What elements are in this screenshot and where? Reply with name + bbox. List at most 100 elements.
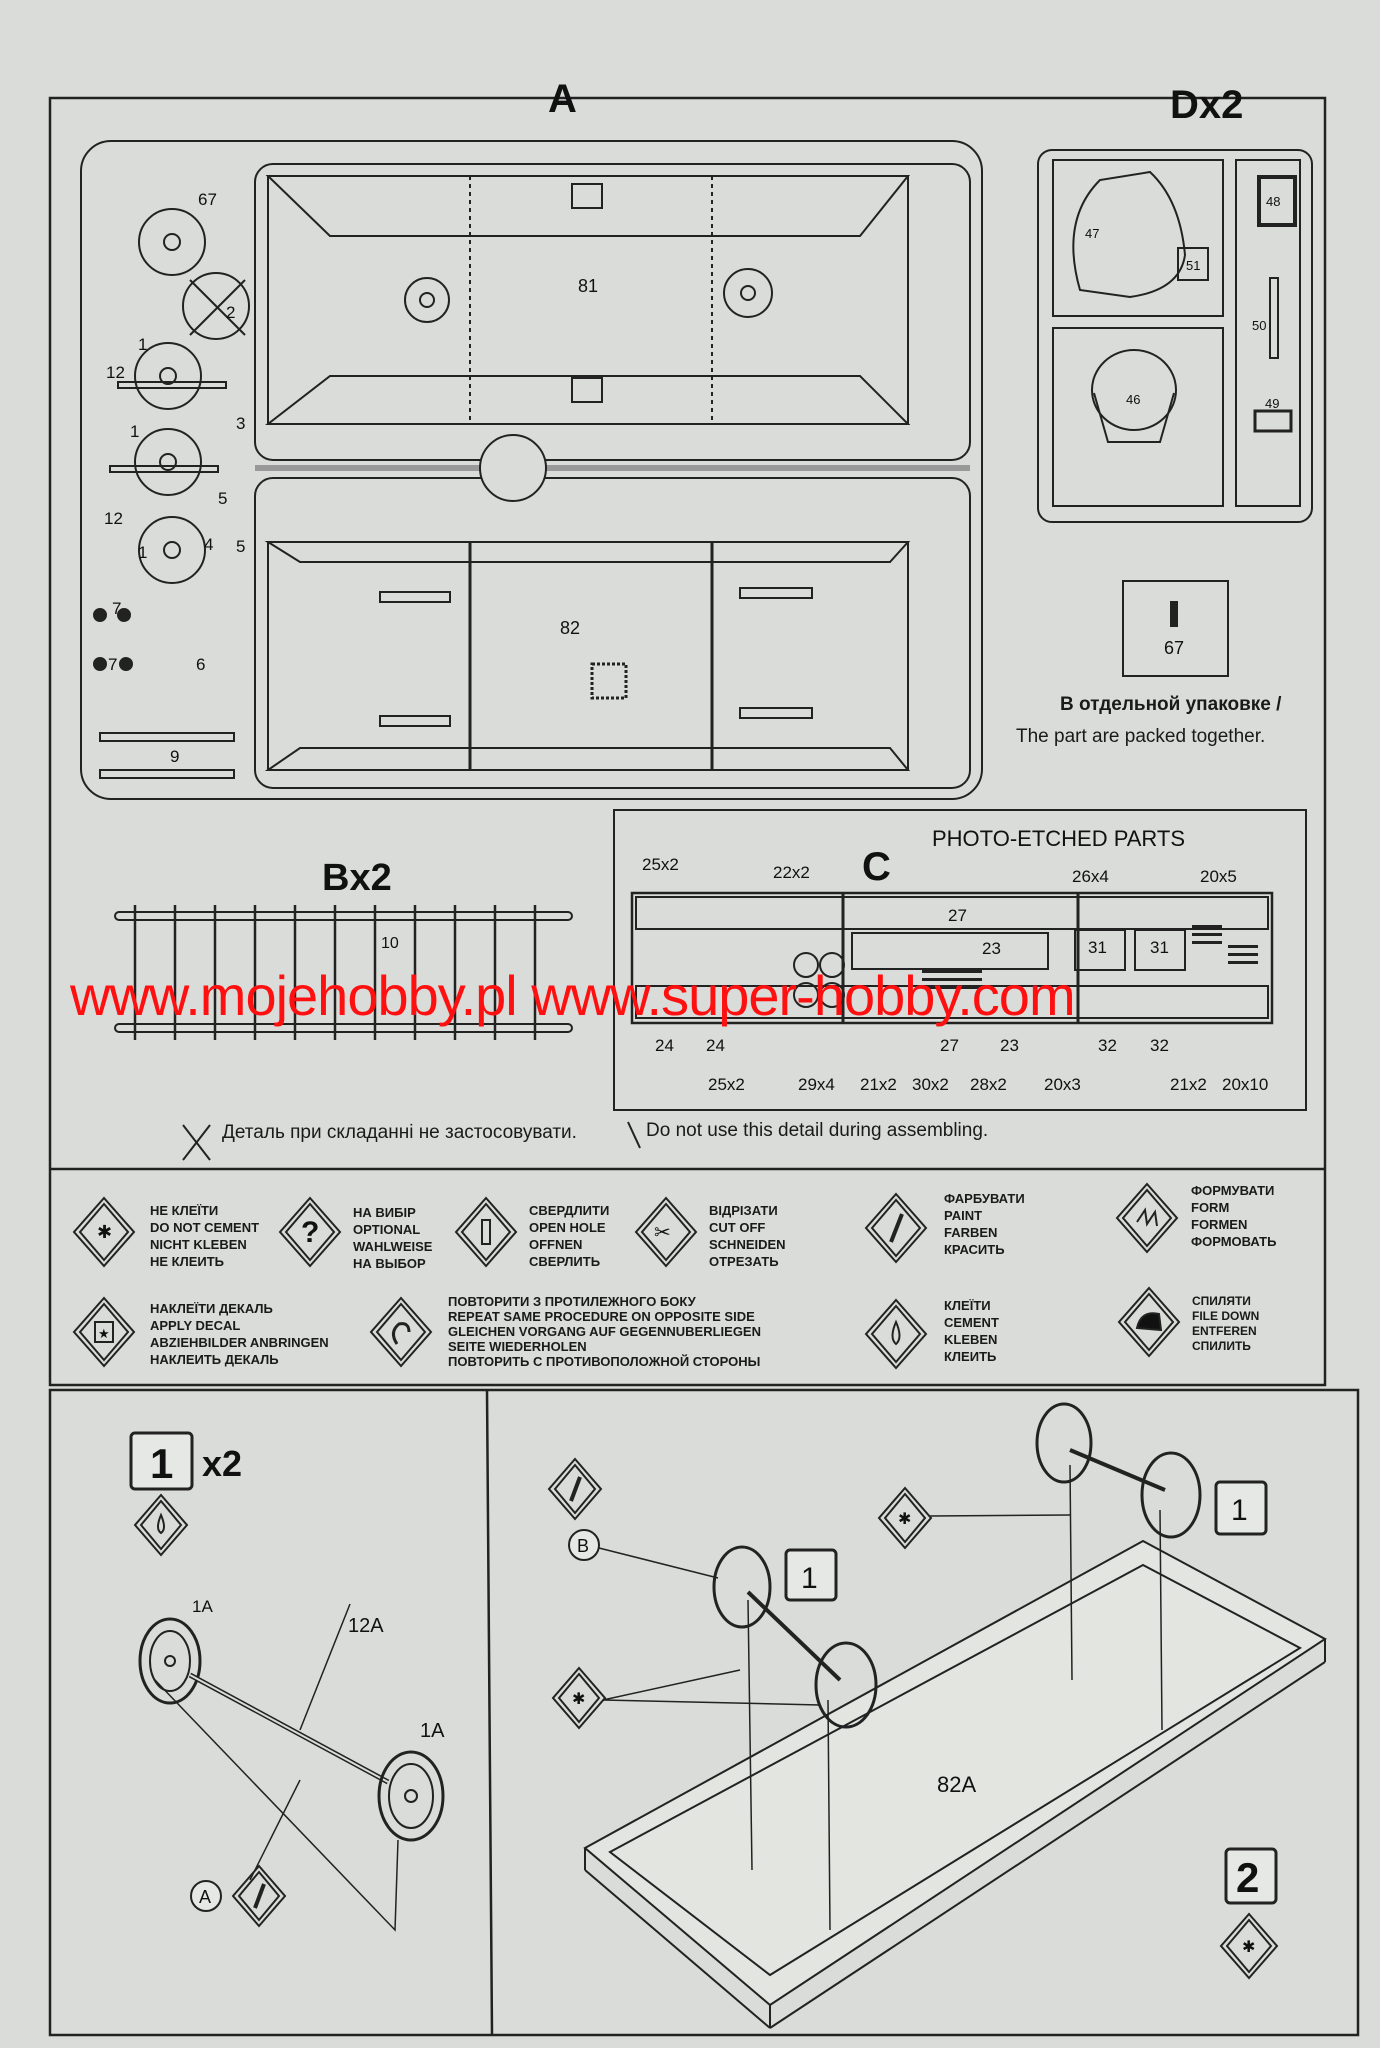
part-81-label: 81 (578, 276, 598, 296)
pe-label: 24 (706, 1036, 725, 1055)
do-not-cement-icon: ✱ (877, 1486, 933, 1550)
pe-label: 25x2 (642, 855, 679, 874)
svg-text:✱: ✱ (1242, 1939, 1255, 1956)
bottom-frame (48, 1388, 1360, 2037)
drill-icon (454, 1196, 518, 1268)
wheel-b-label: 1A (420, 1720, 445, 1742)
photo-etched-letter: C (862, 845, 891, 889)
photo-etched-title: PHOTO-ETCHED PARTS (932, 826, 1185, 851)
pe-label: 20x5 (1200, 867, 1237, 886)
part-50-label: 50 (1252, 318, 1266, 333)
step-1-number: 1 (150, 1440, 173, 1487)
pe-label: 24 (655, 1036, 674, 1055)
decal-icon: ★ (72, 1296, 136, 1368)
wheel-1a-icon (377, 1750, 445, 1842)
top-frame (48, 96, 1327, 1387)
sprue-a-label: 4 (204, 535, 213, 554)
wheel-a-label: 1A (192, 1597, 213, 1616)
separate-pack-ru: В отдельной упаковке / (1060, 694, 1282, 715)
pe-label: 28x2 (970, 1075, 1007, 1094)
sprue-a-label: 3 (236, 414, 245, 433)
part-10-label: 10 (381, 935, 399, 952)
sprue-a-label: 1 (138, 335, 147, 354)
sprue-a-label: 2 (226, 303, 235, 322)
paint-ref-a: A (199, 1887, 211, 1907)
svg-text:✱: ✱ (97, 1222, 112, 1242)
pe-label: 22x2 (773, 863, 810, 882)
optional-icon: ? (278, 1196, 342, 1268)
part-48-label: 48 (1266, 194, 1280, 209)
pe-label: 21x2 (860, 1075, 897, 1094)
pe-label: 20x3 (1044, 1075, 1081, 1094)
wheelset-icon (712, 1545, 772, 1629)
pe-label: 31 (1088, 938, 1107, 957)
wheelset-icon (1035, 1402, 1093, 1484)
slash-mark-icon (627, 1121, 641, 1149)
separate-part-box (1122, 580, 1229, 677)
subassembly-1b-label: 1 (1231, 1494, 1248, 1527)
part-51-label: 51 (1186, 258, 1200, 273)
sprue-a-label: 6 (196, 655, 205, 674)
pe-label: 23 (1000, 1036, 1019, 1055)
pe-label: 30x2 (912, 1075, 949, 1094)
do-not-cement-icon: ✱ (551, 1666, 607, 1730)
paint-brush-icon (231, 1864, 287, 1928)
sprue-d-title: Dx2 (1170, 83, 1243, 127)
svg-text:★: ★ (98, 1326, 110, 1341)
svg-text:✱: ✱ (898, 1511, 911, 1528)
step-2-number: 2 (1236, 1854, 1259, 1901)
svg-text:✂: ✂ (654, 1222, 671, 1244)
sprue-a-label: 5 (236, 537, 245, 556)
photo-etched-fret: PHOTO-ETCHED PARTS C 25x2 22x2 26x4 20x5… (613, 809, 1307, 1111)
sprue-d: Dx2 47 51 48 50 46 49 (1037, 83, 1313, 523)
do-not-use-ua: Деталь при складанні не застосовувати. (222, 1122, 577, 1143)
pe-label: 25x2 (708, 1075, 745, 1094)
body-82a-label: 82A (937, 1772, 976, 1797)
subassembly-1-label: 1 (801, 1562, 818, 1595)
sprue-a-label: 12 (104, 509, 123, 528)
cement-icon (133, 1493, 189, 1557)
pe-label: 20x10 (1222, 1075, 1268, 1094)
step-1-multiplier: x2 (202, 1443, 242, 1484)
form-icon (1115, 1182, 1179, 1254)
wheel-1a-icon (138, 1617, 202, 1705)
paint-brush-icon (864, 1192, 928, 1264)
sprue-a-label: 7 (112, 599, 121, 618)
sprue-a: A 81 82 (80, 77, 983, 800)
separate-part-label: 67 (1164, 638, 1184, 658)
part-49-label: 49 (1265, 396, 1279, 411)
separate-pack-en: The part are packed together. (1016, 726, 1266, 747)
pe-label: 26x4 (1072, 867, 1109, 886)
sprue-a-label: 7 (108, 655, 117, 674)
do-not-cement-icon: ✱ (1219, 1912, 1279, 1980)
pe-label: 21x2 (1170, 1075, 1207, 1094)
scissors-icon: ✂ (634, 1196, 698, 1268)
pe-label: 32 (1098, 1036, 1117, 1055)
legend-icons: ✱ ? ✂ ★ (72, 1182, 1181, 1370)
sprue-a-title: A (548, 77, 577, 121)
step-2-drawing: 82A B 1 ✱ 1 ✱ 2 ✱ (547, 1402, 1327, 2029)
paint-brush-icon (547, 1457, 603, 1521)
pe-label: 31 (1150, 938, 1169, 957)
part-46-label: 46 (1126, 392, 1140, 407)
sprue-a-label: 9 (170, 747, 179, 766)
sprue-a-label: 12 (106, 363, 125, 382)
step-1-drawing: 1 x2 1A 12A 1A A (129, 1431, 445, 1932)
pe-label: 27 (940, 1036, 959, 1055)
sprue-a-label: 5 (218, 489, 227, 508)
repeat-icon (369, 1296, 433, 1368)
part-82-label: 82 (560, 618, 580, 638)
sprue-a-label: 67 (198, 190, 217, 209)
pe-label: 23 (982, 939, 1001, 958)
step-divider (485, 1389, 494, 2036)
pe-label: 29x4 (798, 1075, 835, 1094)
